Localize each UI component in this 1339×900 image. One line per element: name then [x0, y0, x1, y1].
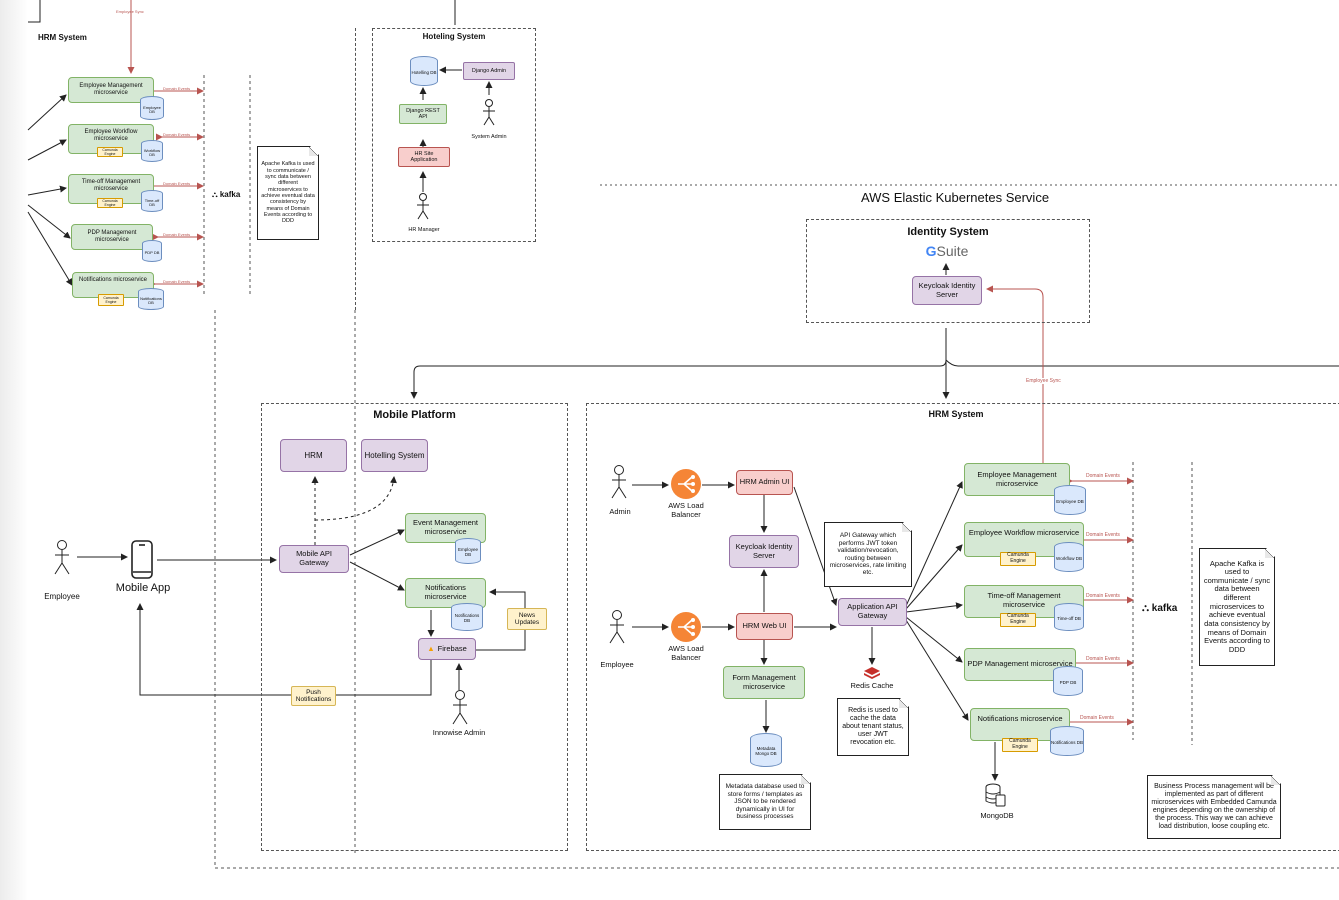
- system-admin-label: System Admin: [471, 134, 507, 140]
- database-icon: Time-off DB: [141, 190, 163, 212]
- camunda-engine-badge: Camunda Engine: [98, 294, 124, 306]
- mobile-api-gateway-box[interactable]: Mobile API Gateway: [279, 545, 349, 573]
- form-management-box[interactable]: Form Management microservice: [723, 666, 805, 699]
- domain-events-label: Domain Events: [1080, 715, 1114, 721]
- camunda-engine-badge: Camunda Engine: [97, 198, 123, 208]
- person-icon: [417, 193, 429, 220]
- load-balancer-icon: [671, 469, 701, 499]
- keycloak-identity-box[interactable]: Keycloak Identity Server: [912, 276, 982, 305]
- database-icon: Employee DB: [1054, 485, 1086, 515]
- person-icon: [609, 610, 625, 644]
- news-updates-label: News Updates: [507, 608, 547, 630]
- domain-events-label: Domain Events: [163, 86, 191, 91]
- hrm-admin-ui-box[interactable]: HRM Admin UI: [736, 470, 793, 495]
- hrm-web-ui-box[interactable]: HRM Web UI: [736, 613, 793, 640]
- django-admin-box[interactable]: Django Admin: [463, 62, 515, 80]
- database-icon: Time-off DB: [1054, 603, 1084, 631]
- hotelling-system-box[interactable]: Hotelling System: [361, 439, 428, 472]
- hrm-zone: [586, 403, 1339, 851]
- load-balancer-icon: [671, 612, 701, 642]
- hrm-top-title: HRM System: [38, 33, 87, 42]
- service-box[interactable]: PDP Management microservice: [964, 648, 1076, 681]
- domain-events-label: Domain Events: [163, 132, 191, 137]
- metadata-note: Metadata database used to store forms / …: [719, 774, 811, 830]
- database-icon: PDP DB: [1053, 666, 1083, 696]
- mongodb-icon: [985, 783, 1006, 807]
- database-icon: PDP DB: [142, 240, 162, 262]
- gsuite-logo: GSuite: [925, 243, 969, 259]
- domain-events-label: Domain Events: [1086, 593, 1120, 599]
- kafka-icon: ⛬: [212, 190, 218, 199]
- database-icon: Workflow DB: [141, 140, 163, 162]
- redis-note: Redis is used to cache the data about te…: [837, 698, 909, 756]
- identity-title: Identity System: [907, 226, 989, 238]
- person-icon: [54, 540, 70, 575]
- page-title: AWS Elastic Kubernetes Service: [860, 190, 1050, 205]
- database-icon: Employee DB: [140, 96, 164, 120]
- kafka-logo: ⛬ kafka: [1142, 603, 1178, 614]
- business-process-note: Business Process management will be impl…: [1147, 775, 1281, 839]
- employee-label: Employee: [600, 660, 634, 669]
- domain-events-label: Domain Events: [163, 232, 191, 237]
- database-icon: Notifications DB: [138, 288, 164, 310]
- domain-events-label: Domain Events: [163, 181, 191, 186]
- hrm-top-zone: [28, 28, 356, 310]
- mobile-title: Mobile Platform: [373, 409, 456, 421]
- firebase-box[interactable]: ▲Firebase: [418, 638, 476, 660]
- hr-site-box[interactable]: HR Site Application: [398, 147, 450, 167]
- service-box[interactable]: PDP Management microservice: [71, 224, 153, 250]
- hoteling-title: Hoteling System: [422, 32, 486, 41]
- application-api-gateway-box[interactable]: Application API Gateway: [838, 598, 907, 626]
- keycloak-identity-box[interactable]: Keycloak Identity Server: [729, 535, 799, 568]
- employee-sync-label: Employee Sync: [116, 9, 144, 14]
- mobile-zone: [261, 403, 568, 851]
- load-balancer-label: AWS Load Balancer: [668, 501, 704, 519]
- camunda-engine-badge: Camunda Engine: [1000, 552, 1036, 566]
- domain-events-label: Domain Events: [1086, 532, 1120, 538]
- database-icon: Employee DB: [455, 538, 481, 564]
- domain-events-label: Domain Events: [1086, 656, 1120, 662]
- person-icon: [452, 690, 468, 725]
- employee-label: Employee: [44, 592, 80, 601]
- innowise-admin-label: Innowise Admin: [432, 728, 486, 737]
- mobile-app-label: Mobile App: [115, 582, 171, 594]
- mongodb-label: MongoDB: [980, 811, 1014, 820]
- hrm-box[interactable]: HRM: [280, 439, 347, 472]
- database-icon: Notifications DB: [1050, 726, 1084, 756]
- hoteling-zone: [372, 28, 536, 242]
- redis-icon: [864, 667, 880, 679]
- kafka-note: Apache Kafka is used to communicate / sy…: [1199, 548, 1275, 666]
- left-gutter: [0, 0, 28, 900]
- camunda-engine-badge: Camunda Engine: [1002, 738, 1038, 752]
- kafka-logo: ⛬ kafka: [212, 190, 241, 199]
- redis-cache-label: Redis Cache: [850, 681, 894, 690]
- admin-label: Admin: [609, 507, 631, 516]
- person-icon: [483, 99, 495, 126]
- push-notifications-label: Push Notifications: [291, 686, 336, 706]
- database-icon: Hotelling DB: [410, 56, 438, 86]
- phone-icon: [131, 540, 153, 579]
- service-box[interactable]: Employee Management microservice: [964, 463, 1070, 496]
- employee-sync-label: Employee Sync: [1026, 378, 1061, 384]
- domain-events-label: Domain Events: [163, 279, 191, 284]
- camunda-engine-badge: Camunda Engine: [1000, 613, 1036, 627]
- hr-manager-label: HR Manager: [408, 227, 440, 233]
- domain-events-label: Domain Events: [1086, 473, 1120, 479]
- person-icon: [611, 465, 627, 499]
- firebase-icon: ▲: [427, 643, 435, 653]
- load-balancer-label: AWS Load Balancer: [668, 644, 704, 662]
- identity-zone: [806, 219, 1090, 323]
- kafka-note: Apache Kafka is used to communicate / sy…: [257, 146, 319, 240]
- database-icon: Workflow DB: [1054, 542, 1084, 572]
- database-icon: Notifications DB: [451, 603, 483, 631]
- database-icon: Metadata Mongo DB: [750, 733, 782, 767]
- django-rest-box[interactable]: Django REST API: [399, 104, 447, 124]
- camunda-engine-badge: Camunda Engine: [97, 147, 123, 157]
- service-box[interactable]: Employee Management microservice: [68, 77, 154, 103]
- kafka-icon: ⛬: [1142, 603, 1149, 614]
- gateway-note: API Gateway which performs JWT token val…: [824, 522, 912, 587]
- hrm-title: HRM System: [928, 409, 984, 419]
